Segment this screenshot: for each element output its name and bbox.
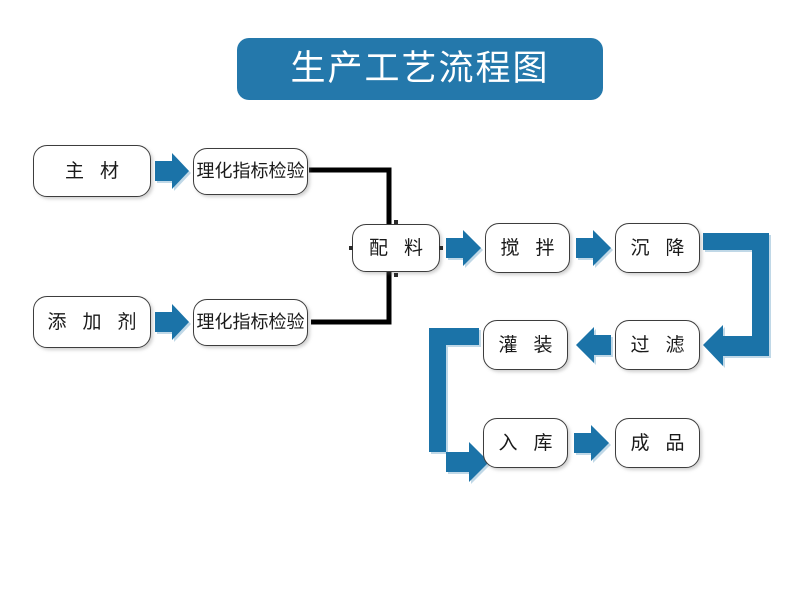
node-label: 沉 降 — [630, 236, 690, 259]
node-filtration[interactable]: 过 滤 — [615, 320, 700, 370]
node-warehousing[interactable]: 入 库 — [483, 418, 568, 468]
arrow-main-material-to-inspection-1 — [155, 153, 191, 191]
selection-handle-left[interactable] — [349, 246, 353, 250]
node-additive[interactable]: 添 加 剂 — [33, 296, 151, 348]
selection-handle-right[interactable] — [439, 246, 443, 250]
page-title-banner: 生产工艺流程图 — [237, 38, 603, 100]
node-inspection-2[interactable]: 理化指标检验 — [193, 299, 308, 346]
node-label: 入 库 — [498, 431, 558, 454]
arrow-filling-to-warehousing — [429, 328, 491, 484]
node-label: 灌 装 — [498, 333, 558, 356]
node-filling[interactable]: 灌 装 — [483, 320, 568, 370]
arrow-sedimentation-to-filtration — [703, 233, 771, 368]
arrow-warehousing-to-finished — [574, 425, 611, 463]
node-finished-product[interactable]: 成 品 — [615, 418, 700, 468]
node-label: 配 料 — [368, 236, 429, 259]
node-sedimentation[interactable]: 沉 降 — [615, 223, 700, 273]
selection-handle-bottom[interactable] — [394, 273, 398, 277]
arrow-mixing-to-sedimentation — [576, 230, 613, 268]
node-label: 过 滤 — [630, 333, 690, 356]
arrow-additive-to-inspection-2 — [155, 304, 191, 342]
node-batching[interactable]: 配 料 — [352, 224, 440, 272]
node-label: 添 加 剂 — [47, 310, 142, 333]
node-label: 主 材 — [64, 159, 125, 182]
node-label: 搅 拌 — [500, 236, 560, 259]
page-title: 生产工艺流程图 — [290, 48, 550, 89]
selection-handle-top[interactable] — [394, 220, 398, 224]
node-mixing[interactable]: 搅 拌 — [485, 223, 570, 273]
node-label: 理化指标检验 — [196, 311, 305, 333]
connector-inspection-1-to-batching — [309, 167, 392, 226]
connector-inspection-2-to-batching — [311, 270, 392, 325]
arrow-filtration-to-filling — [576, 327, 613, 365]
arrow-batching-to-mixing — [446, 230, 483, 268]
node-main-material[interactable]: 主 材 — [33, 145, 151, 197]
node-label: 成 品 — [630, 431, 690, 454]
node-inspection-1[interactable]: 理化指标检验 — [193, 148, 308, 195]
node-label: 理化指标检验 — [196, 160, 305, 182]
